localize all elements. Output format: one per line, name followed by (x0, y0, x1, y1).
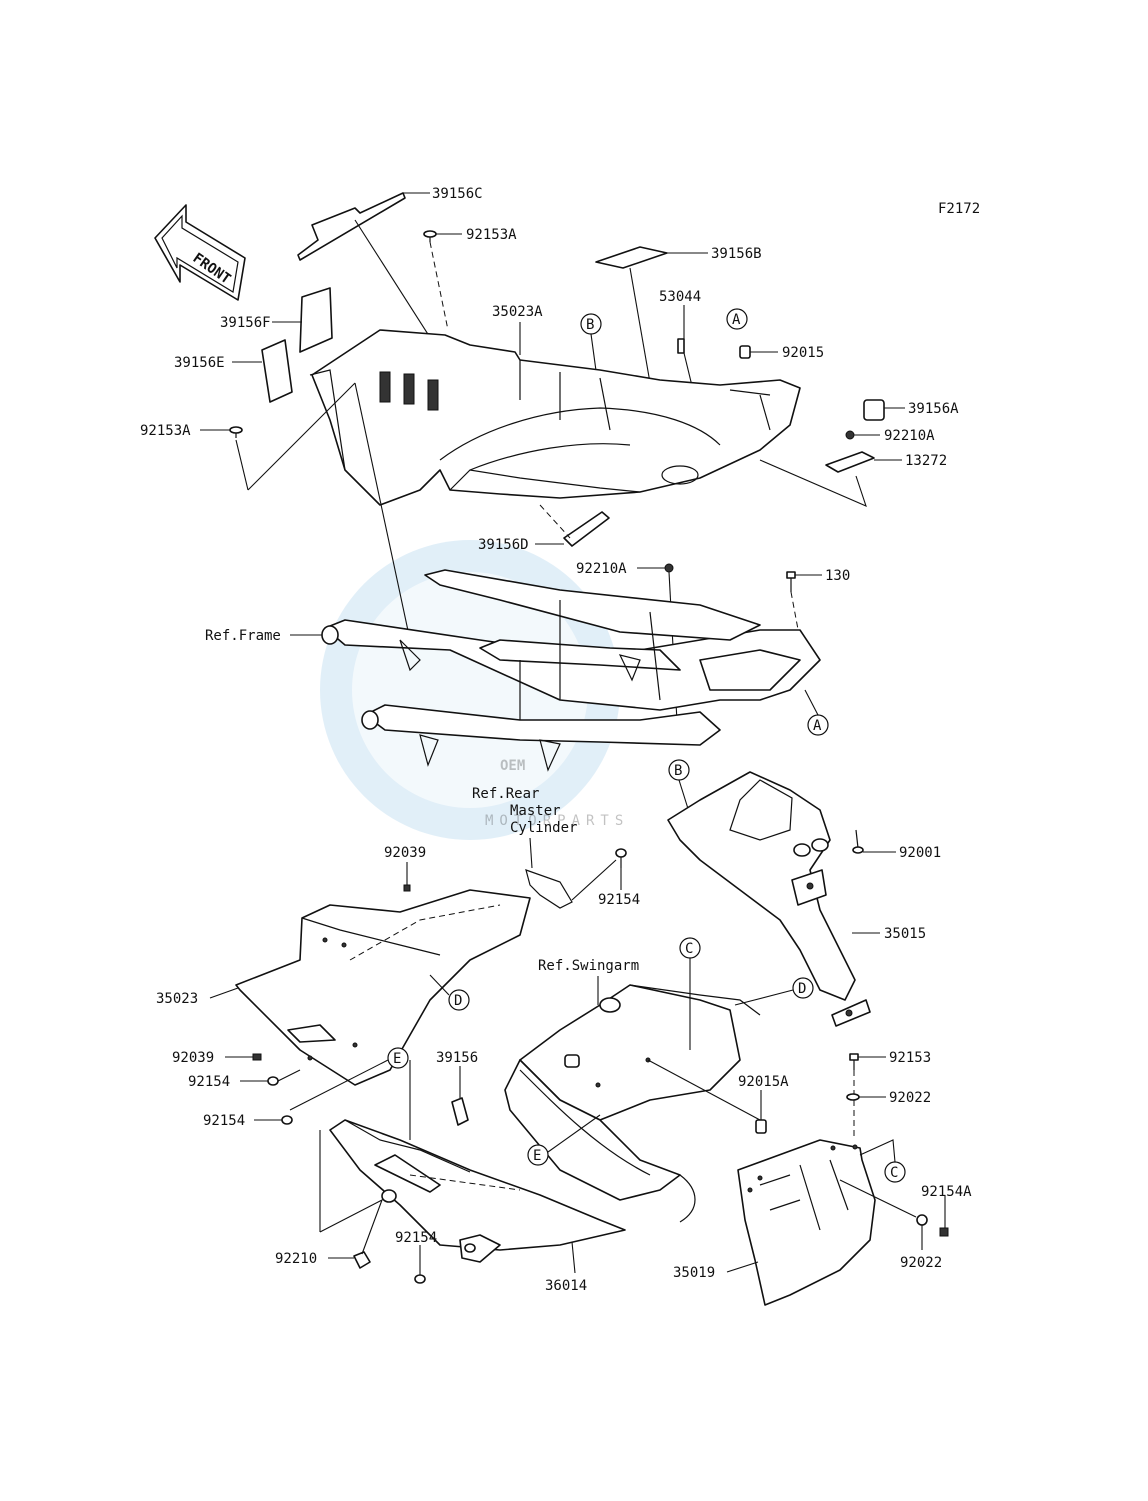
part-label-36014: 36014 (545, 1278, 587, 1294)
part-35023-side-cover (209, 889, 531, 1086)
swingarm-ref (504, 976, 761, 1223)
clip-92039-left (225, 1053, 262, 1061)
part-label-92154-top: 92154 (598, 892, 640, 908)
part-label-92039-top: 92039 (384, 845, 426, 861)
part-label-39156D: 39156D (478, 537, 529, 553)
part-label-39156E: 39156E (174, 355, 225, 371)
part-label-92210: 92210 (275, 1251, 317, 1267)
svg-text:A: A (732, 312, 741, 328)
watermark-sub: MOTORPARTS (485, 813, 629, 829)
washer-92022-bottom (839, 1179, 928, 1250)
svg-text:B: B (674, 763, 682, 779)
callout-B-mid: B (668, 759, 691, 816)
screw-92154-b (254, 1115, 293, 1125)
ref-rear-master-label-3: Cylinder (510, 820, 577, 836)
part-label-92015: 92015 (782, 345, 824, 361)
nut-92210A-right (845, 430, 880, 440)
part-13272-plate (759, 451, 902, 507)
screw-92154-bottom (414, 1245, 426, 1284)
part-label-92001: 92001 (899, 845, 941, 861)
part-label-130: 130 (825, 568, 850, 584)
part-92015-collar (739, 345, 778, 359)
part-39156A-block (863, 399, 905, 421)
callout-E-mid: E (527, 1114, 601, 1166)
part-label-35023: 35023 (156, 991, 198, 1007)
callout-D-right: D (734, 977, 814, 1006)
part-label-92154-bottom: 92154 (395, 1230, 437, 1246)
clip-92039-top (403, 862, 411, 892)
part-35015-rear-fender (667, 771, 880, 1027)
part-label-92154-a: 92154 (188, 1074, 230, 1090)
part-39156F-pad (272, 287, 333, 353)
part-label-92022-bottom: 92022 (900, 1255, 942, 1271)
part-label-92153: 92153 (889, 1050, 931, 1066)
svg-text:E: E (533, 1148, 541, 1164)
svg-text:D: D (454, 993, 462, 1009)
washer-92022-top (846, 1093, 886, 1101)
part-label-39156C: 39156C (432, 186, 483, 202)
ref-frame-label: Ref.Frame (205, 628, 281, 644)
collar-92015A (755, 1090, 767, 1134)
callout-E-left: E (289, 1047, 409, 1111)
svg-text:A: A (813, 718, 822, 734)
part-label-92022-top: 92022 (889, 1090, 931, 1106)
figure-code: F2172 (938, 201, 980, 217)
ref-rear-master-label-1: Ref.Rear (472, 786, 539, 802)
part-label-92153A-top: 92153A (466, 227, 517, 243)
part-label-39156: 39156 (436, 1050, 478, 1066)
part-35023A-undertray (247, 329, 801, 641)
part-label-13272: 13272 (905, 453, 947, 469)
part-39156-pad (451, 1066, 469, 1126)
front-arrow-icon: FRONT (154, 204, 246, 301)
svg-text:D: D (798, 981, 806, 997)
screw-92153A-left (200, 426, 249, 491)
part-36014-chain-guard (319, 1060, 626, 1274)
part-label-92154-b: 92154 (203, 1113, 245, 1129)
part-label-92154A: 92154A (921, 1184, 972, 1200)
callout-C-lower: C (859, 1139, 906, 1183)
part-label-35019: 35019 (673, 1265, 715, 1281)
screw-92153A-top (423, 230, 462, 331)
bolt-92001 (852, 829, 896, 854)
svg-text:B: B (586, 317, 594, 333)
screw-92154-a (240, 1069, 301, 1086)
part-label-53044: 53044 (659, 289, 701, 305)
ref-swingarm-label: Ref.Swingarm (538, 958, 639, 974)
part-label-35023A: 35023A (492, 304, 543, 320)
callout-A-mid: A (804, 689, 829, 736)
part-label-92210A-mid: 92210A (576, 561, 627, 577)
part-label-39156A: 39156A (908, 401, 959, 417)
bolt-92153 (849, 1053, 886, 1140)
nut-92210 (319, 1198, 384, 1269)
part-label-92210A-right: 92210A (884, 428, 935, 444)
part-label-92015A: 92015A (738, 1074, 789, 1090)
part-label-39156B: 39156B (711, 246, 762, 262)
callout-A-upper: A (726, 308, 748, 330)
part-label-92039-left: 92039 (172, 1050, 214, 1066)
svg-text:C: C (890, 1165, 898, 1181)
svg-text:C: C (685, 941, 693, 957)
rear-master-cylinder-bracket (525, 837, 617, 909)
part-35019-mud-flap (726, 1139, 876, 1306)
part-39156E-pad (232, 339, 293, 403)
bolt-92154A (939, 1195, 949, 1237)
part-label-35015: 35015 (884, 926, 926, 942)
callout-C-upper: C (679, 937, 701, 1050)
watermark-brand: OEM (500, 758, 525, 774)
rear-subframe (321, 569, 821, 772)
part-label-39156F: 39156F (220, 315, 271, 331)
ref-rear-master-label-2: Master (510, 803, 561, 819)
svg-text:E: E (393, 1051, 401, 1067)
callout-D-left: D (429, 974, 470, 1011)
part-39156D-pad (535, 504, 610, 547)
part-label-92153A-left: 92153A (140, 423, 191, 439)
screw-92154-top (615, 848, 627, 890)
